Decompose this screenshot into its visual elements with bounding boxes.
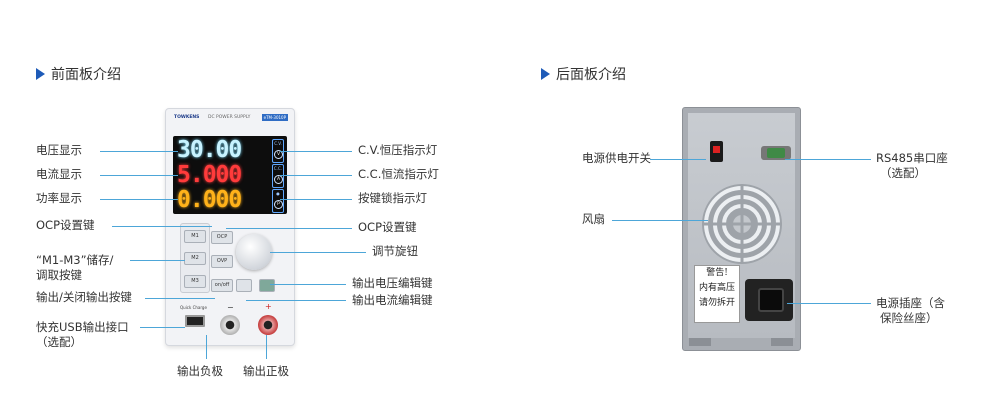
warning-line-1: 警告! [706, 268, 728, 278]
display-screen: 30.00 5.000 0.000 C.V. V C.C. A ● P [173, 136, 287, 214]
rs485-port[interactable] [761, 146, 791, 160]
front-panel-title: 前面板介绍 [36, 64, 121, 84]
leader-line [100, 175, 178, 176]
warning-label: 警告! 内有高压 请勿拆开 [694, 265, 740, 323]
leader-line [100, 199, 178, 200]
rear-panel-title: 后面板介绍 [541, 64, 626, 84]
power-switch[interactable] [710, 141, 723, 162]
label-power-socket-1: 电源插座（含 [876, 296, 945, 310]
leader-line [100, 151, 178, 152]
label-rs485: RS485串口座 [876, 151, 948, 165]
usb-label: Quick Charge [180, 305, 207, 310]
iec-socket-icon [758, 288, 784, 312]
leader-line [266, 335, 267, 359]
triangle-bullet-icon [541, 68, 550, 80]
adjust-knob[interactable] [236, 234, 272, 270]
current-edit-key[interactable] [236, 279, 252, 292]
leader-line [280, 175, 352, 176]
fan-grille-icon [702, 184, 782, 264]
warning-line-2: 内有高压 [698, 283, 735, 293]
leader-line [206, 335, 207, 359]
label-fan: 风扇 [582, 212, 605, 226]
rs485-connector-icon [767, 148, 785, 158]
triangle-bullet-icon [36, 68, 45, 80]
ovp-key[interactable]: OVP [211, 255, 233, 268]
label-current-edit: 输出电流编辑键 [352, 293, 433, 307]
device-foot [689, 338, 711, 346]
minus-sign: − [227, 303, 234, 312]
label-rs485-optional: （选配） [880, 166, 926, 180]
power-switch-rocker-icon [713, 146, 720, 153]
output-onoff-key[interactable]: on/off [211, 279, 233, 292]
label-memory-keys-1: “M1-M3”储存/ [36, 253, 114, 267]
cc-indicator-icon: A [274, 175, 283, 184]
model-badge: eTM-3010P [261, 114, 288, 121]
label-negative-terminal: 输出负极 [177, 364, 223, 378]
lock-indicator-icon: P [274, 200, 283, 209]
leader-line [280, 199, 352, 200]
label-power-display: 功率显示 [36, 191, 82, 205]
label-memory-keys-2: 调取按键 [36, 268, 82, 282]
negative-terminal[interactable] [220, 315, 240, 335]
lock-indicator: ● P [272, 189, 284, 213]
power-readout: 0.000 [177, 187, 242, 213]
label-adjust-knob: 调节旋钮 [372, 244, 418, 258]
rear-panel-title-text: 后面板介绍 [556, 67, 626, 83]
leader-line [785, 159, 871, 160]
leader-line [112, 226, 212, 227]
label-voltage-display: 电压显示 [36, 143, 82, 157]
label-current-display: 电流显示 [36, 167, 82, 181]
rear-panel-device: 警告! 内有高压 请勿拆开 [682, 107, 801, 351]
leader-line [280, 151, 352, 152]
current-readout: 5.000 [177, 162, 242, 188]
device-type-label: DC POWER SUPPLY [208, 115, 251, 120]
leader-line [130, 260, 185, 261]
leader-line [145, 298, 215, 299]
positive-terminal[interactable] [258, 315, 278, 335]
cc-indicator: C.C. A [272, 164, 284, 188]
label-power-switch: 电源供电开关 [582, 151, 651, 165]
brand-logo: TOWKENS [174, 115, 200, 120]
leader-line [787, 303, 871, 304]
rear-plate: 警告! 内有高压 请勿拆开 [688, 113, 795, 338]
voltage-edit-key[interactable] [259, 279, 275, 292]
label-positive-terminal: 输出正极 [243, 364, 289, 378]
ocp-key[interactable]: OCP [211, 231, 233, 244]
leader-line [270, 252, 366, 253]
power-socket[interactable] [745, 279, 793, 321]
plus-sign: + [265, 302, 272, 311]
label-output-onoff: 输出/关闭输出按键 [36, 290, 132, 304]
device-foot [771, 338, 793, 346]
memory-keypad: M1 M2 M3 [180, 223, 210, 293]
front-panel-title-text: 前面板介绍 [51, 67, 121, 83]
label-usb-optional: （选配） [36, 335, 82, 349]
label-voltage-edit: 输出电压编辑键 [352, 276, 433, 290]
m3-key[interactable]: M3 [184, 275, 206, 288]
cv-indicator-icon: V [274, 150, 283, 159]
label-ocp-key-right: OCP设置键 [358, 220, 417, 234]
front-panel-device: TOWKENS DC POWER SUPPLY eTM-3010P 30.00 … [165, 108, 295, 346]
label-cc-indicator: C.C.恒流指示灯 [358, 167, 439, 181]
leader-line [270, 284, 346, 285]
leader-line [140, 327, 185, 328]
label-usb-port: 快充USB输出接口 [36, 320, 129, 334]
label-cv-indicator: C.V.恒压指示灯 [358, 143, 438, 157]
label-lock-indicator: 按键锁指示灯 [358, 191, 427, 205]
leader-line [612, 220, 708, 221]
voltage-readout: 30.00 [177, 137, 242, 163]
leader-line [246, 300, 346, 301]
m1-key[interactable]: M1 [184, 230, 206, 243]
usb-port[interactable] [185, 315, 205, 327]
front-top-bar: TOWKENS DC POWER SUPPLY eTM-3010P [170, 113, 290, 123]
label-ocp-key-left: OCP设置键 [36, 218, 95, 232]
label-power-socket-2: 保险丝座） [880, 311, 938, 325]
leader-line [226, 228, 352, 229]
m2-key[interactable]: M2 [184, 252, 206, 265]
usb-port-area: Quick Charge [180, 305, 208, 335]
warning-line-3: 请勿拆开 [698, 298, 735, 308]
leader-line [650, 159, 706, 160]
